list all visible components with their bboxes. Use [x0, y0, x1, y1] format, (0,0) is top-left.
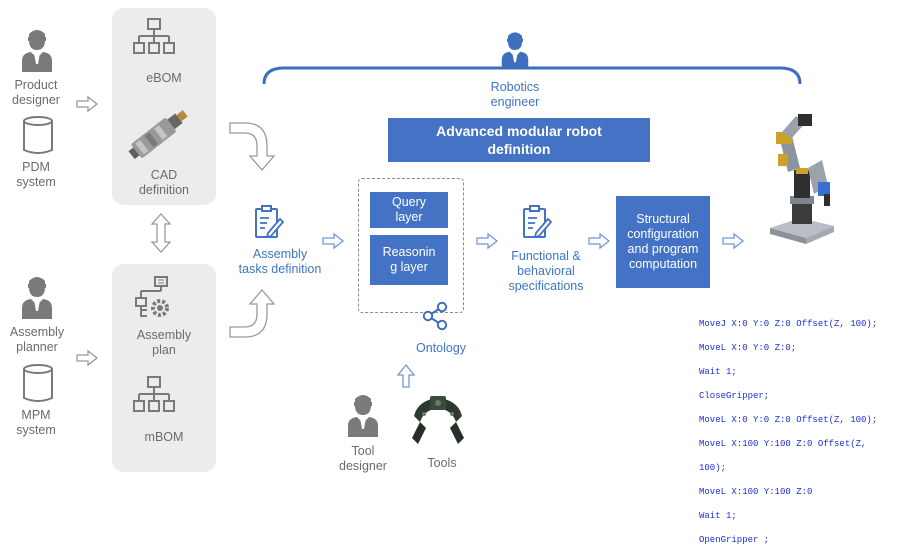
query-layer-box: Query layer — [370, 192, 448, 228]
knowledge-layers-container — [358, 178, 464, 313]
code-line: OpenGripper ; — [699, 535, 770, 545]
right-arrow-icon — [76, 95, 99, 113]
right-arrow-icon — [588, 232, 611, 250]
structural-configuration-label: Structural configuration and program com… — [627, 212, 699, 271]
assembly-planner-label: Assembly planner — [9, 325, 65, 354]
pdm-system-label: PDM system — [16, 160, 56, 189]
right-arrow-icon — [76, 349, 99, 367]
robot-program-listing: MoveJ X:0 Y:0 Z:0 Offset(Z, 100); MoveL … — [699, 306, 877, 558]
mbom-label: mBOM — [144, 430, 184, 444]
product-designer-label: Product designer — [12, 78, 60, 107]
functional-specs-clipboard-icon — [523, 205, 553, 239]
code-line: MoveL X:0 Y:0 Z:0; — [699, 343, 797, 353]
code-line: MoveL X:0 Y:0 Z:0 Offset(Z, 100); — [699, 415, 878, 425]
robotics-engineer-label: Robotics engineer — [490, 80, 540, 109]
reasoning-layer-box: Reasonin g layer — [370, 235, 448, 285]
modular-robot-arm-icon — [770, 114, 834, 244]
ebom-hierarchy-icon — [133, 18, 175, 54]
query-layer-label: Query layer — [391, 195, 427, 224]
bidirectional-arrow-icon — [150, 213, 172, 253]
curved-up-arrow-icon — [229, 289, 276, 338]
tool-designer-icon — [348, 395, 378, 437]
tool-designer-label: Tool designer — [339, 444, 387, 473]
assembly-tasks-definition-label: Assembly tasks definition — [238, 247, 322, 276]
assembly-plan-icon — [135, 276, 169, 317]
mpm-system-label: MPM system — [16, 408, 56, 437]
code-line: MoveJ X:0 Y:0 Z:0 Offset(Z, 100); — [699, 319, 878, 329]
code-line: 100); — [699, 463, 727, 473]
reasoning-layer-label: Reasonin g layer — [382, 245, 436, 274]
ontology-share-icon — [422, 301, 448, 331]
product-designer-icon — [22, 30, 52, 72]
up-arrow-icon — [396, 363, 416, 388]
pdm-database-icon — [23, 116, 53, 154]
product-data-panel — [112, 8, 216, 205]
robotics-engineer-bracket — [262, 66, 802, 85]
cad-definition-label: CAD definition — [138, 168, 190, 197]
code-line: MoveL X:100 Y:100 Z:0 Offset(Z, — [699, 439, 867, 449]
advanced-modular-robot-definition-label: Advanced modular robot definition — [436, 123, 602, 157]
right-arrow-icon — [322, 232, 345, 250]
mpm-database-icon — [23, 364, 53, 402]
tools-label: Tools — [427, 456, 457, 470]
right-arrow-icon — [476, 232, 499, 250]
assembly-plan-label: Assembly plan — [136, 328, 192, 357]
robotics-engineer-icon — [501, 32, 529, 70]
assembly-planner-icon — [22, 277, 52, 319]
code-line: Wait 1; — [699, 367, 737, 377]
code-line: CloseGripper; — [699, 391, 770, 401]
code-line: Wait 1; — [699, 511, 737, 521]
ebom-label: eBOM — [146, 71, 182, 85]
right-arrow-icon — [722, 232, 745, 250]
structural-configuration-box: Structural configuration and program com… — [616, 196, 710, 288]
ontology-label: Ontology — [415, 341, 467, 355]
gripper-tool-icon — [412, 396, 464, 444]
advanced-modular-robot-definition-banner: Advanced modular robot definition — [388, 118, 650, 162]
manufacturing-data-panel — [112, 264, 216, 472]
mbom-hierarchy-icon — [133, 376, 175, 412]
cad-model-icon — [128, 110, 188, 160]
curved-down-arrow-icon — [229, 122, 276, 171]
code-line: MoveL X:100 Y:100 Z:0 — [699, 487, 813, 497]
functional-behavioral-specifications-label: Functional & behavioral specifications — [508, 249, 584, 293]
assembly-tasks-clipboard-icon — [255, 205, 285, 239]
